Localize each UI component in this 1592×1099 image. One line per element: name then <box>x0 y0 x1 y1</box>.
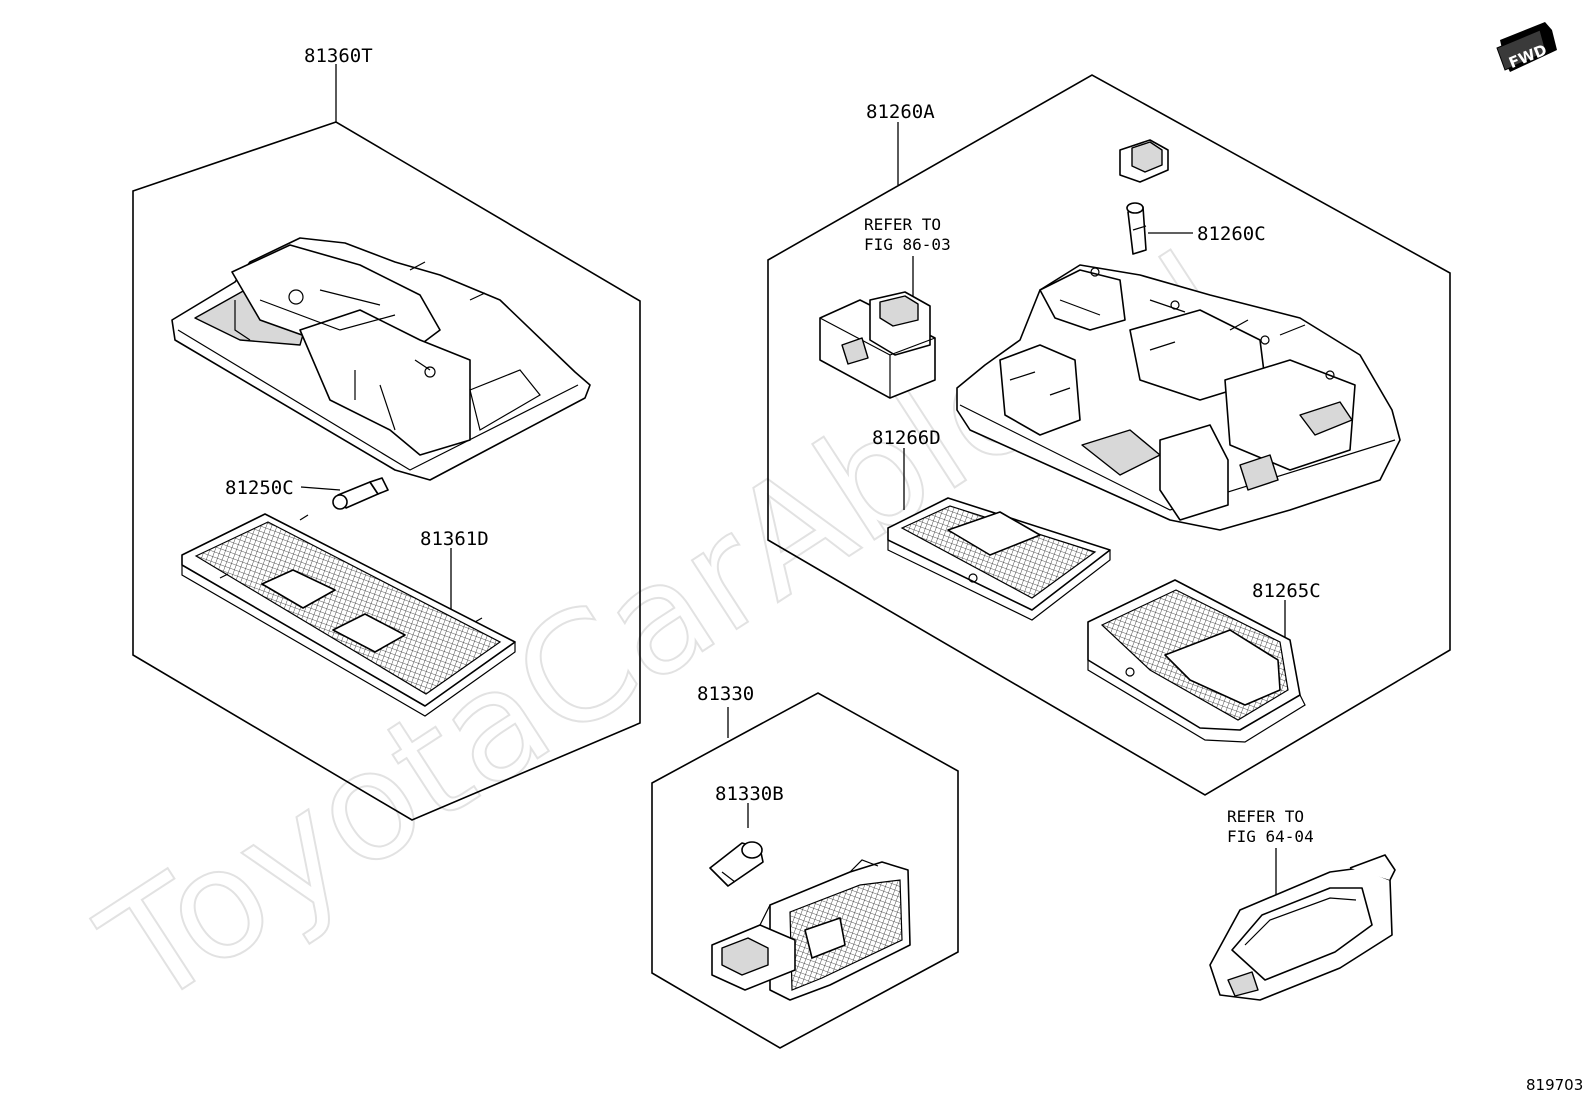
label-81265C: 81265C <box>1252 580 1321 602</box>
label-81360T: 81360T <box>304 45 373 67</box>
lens-81265C <box>1087 579 1306 743</box>
fwd-arrow-icon: FWD <box>1496 22 1557 72</box>
bulb-81250C <box>332 477 389 510</box>
lamp-refer-64-04 <box>1209 854 1396 1001</box>
label-81260C: 81260C <box>1197 223 1266 245</box>
label-81361D: 81361D <box>420 528 489 550</box>
dome-lamp-housing <box>956 264 1401 531</box>
map-lamp-housing <box>171 237 591 481</box>
label-81330B: 81330B <box>715 783 784 805</box>
refer-64-line1: REFER TO <box>1227 807 1304 826</box>
switch-knob <box>1119 139 1169 183</box>
lens-81361D <box>181 513 516 717</box>
figure-number: 819703 <box>1526 1076 1583 1094</box>
refer-86-line2: FIG 86-03 <box>864 235 951 254</box>
connector-refer-86-03 <box>819 291 936 399</box>
group-box-81260A <box>767 74 1451 796</box>
label-81250C: 81250C <box>225 477 294 499</box>
group-box-81330 <box>651 692 959 1049</box>
bulb-81330B <box>709 841 764 887</box>
refer-64-line2: FIG 64-04 <box>1227 827 1314 846</box>
refer-86-line1: REFER TO <box>864 215 941 234</box>
courtesy-lamp-81330 <box>711 859 911 1001</box>
lens-81266D <box>887 497 1111 621</box>
label-81330: 81330 <box>697 683 754 705</box>
label-81260A: 81260A <box>866 101 935 123</box>
label-81266D: 81266D <box>872 427 941 449</box>
bulb-81260C <box>1126 202 1147 255</box>
